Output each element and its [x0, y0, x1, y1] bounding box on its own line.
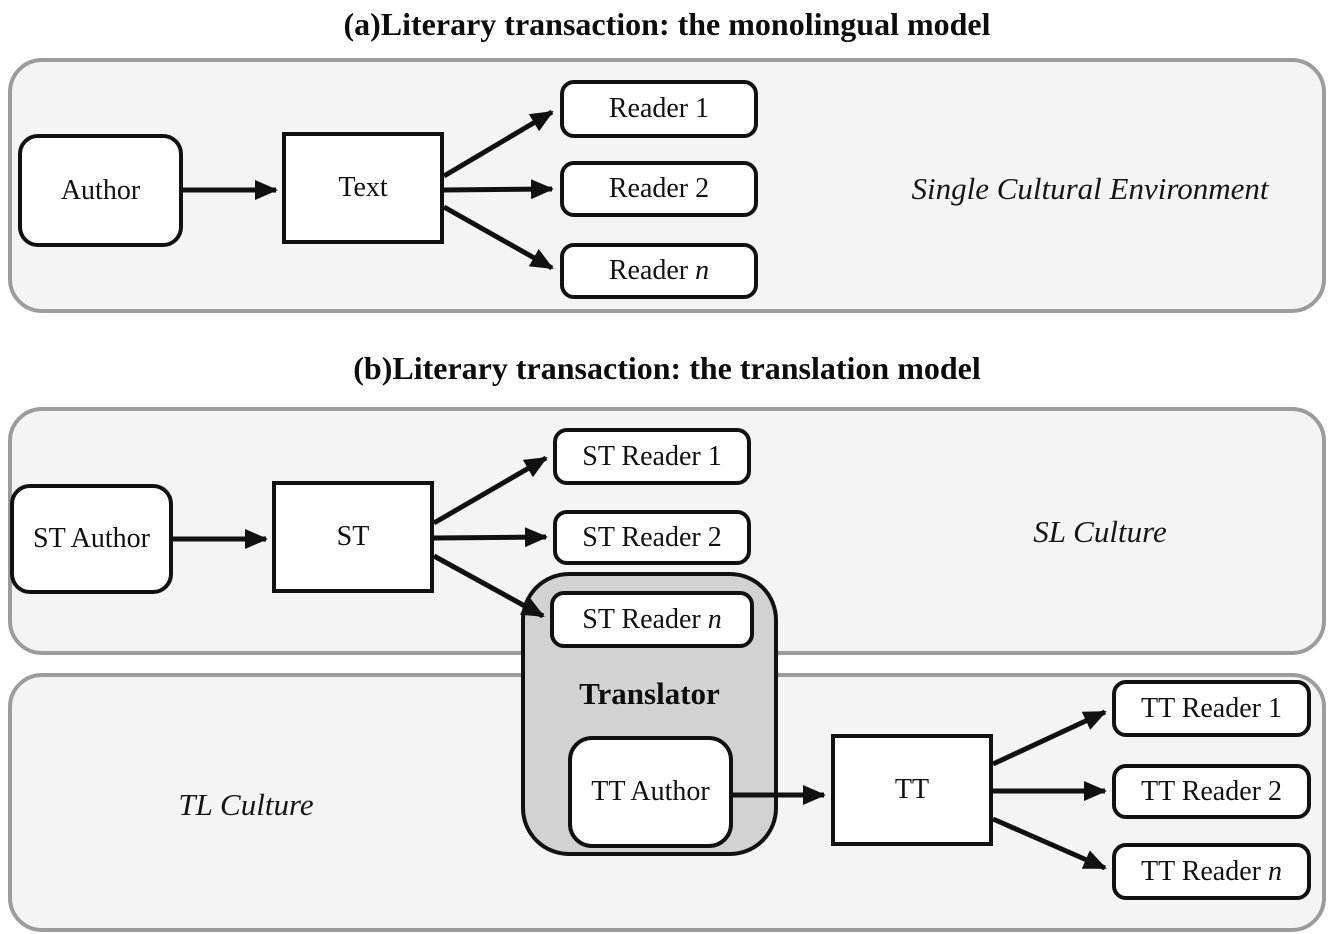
title-monolingual-model: (a)Literary transaction: the monolingual…	[343, 6, 991, 42]
node-tt-reader-1: TT Reader 1	[1112, 680, 1311, 737]
tt-reader-n-label: TT Reader	[1141, 855, 1268, 887]
node-tt-reader-n: TT Reader n	[1112, 843, 1311, 900]
node-tt-author: TT Author	[568, 736, 733, 848]
node-st-reader-2: ST Reader 2	[553, 510, 751, 565]
node-reader-2: Reader 2	[560, 161, 758, 217]
node-tt-reader-2: TT Reader 2	[1112, 764, 1311, 819]
node-st-reader-1: ST Reader 1	[553, 428, 751, 485]
node-text: Text	[282, 132, 444, 244]
translator-label: Translator	[579, 676, 720, 711]
node-st: ST	[272, 481, 434, 593]
node-author: Author	[18, 134, 183, 247]
single-cultural-environment-label: Single Cultural Environment	[911, 171, 1269, 206]
node-tt: TT	[831, 734, 993, 846]
reader-n-variable: n	[695, 255, 710, 286]
node-st-author: ST Author	[10, 484, 173, 594]
title-translation-model: (b)Literary transaction: the translation…	[353, 350, 981, 386]
node-st-reader-n: ST Reader n	[550, 591, 754, 648]
st-reader-n-variable: n	[707, 603, 722, 635]
tt-reader-n-variable: n	[1267, 855, 1282, 887]
node-reader-n: Reader n	[560, 243, 758, 299]
reader-n-label: Reader	[608, 255, 696, 286]
sl-culture-label: SL Culture	[1033, 514, 1167, 549]
tl-culture-label: TL Culture	[178, 787, 314, 822]
st-reader-n-label: ST Reader	[582, 603, 708, 635]
node-reader-1: Reader 1	[560, 80, 758, 138]
